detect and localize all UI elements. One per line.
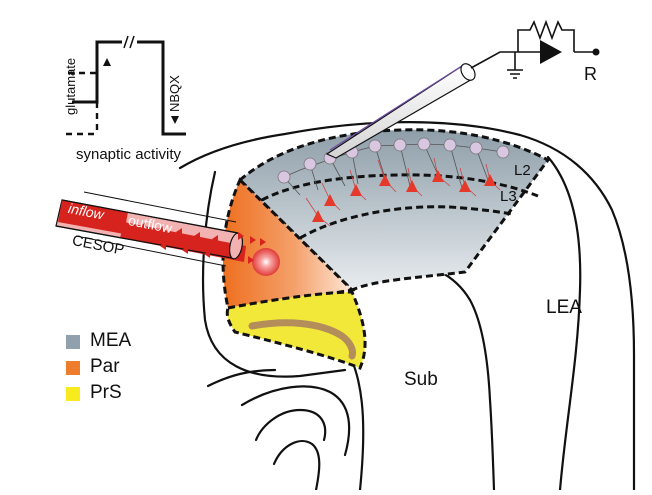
recording-pipette — [325, 63, 476, 159]
legend-label-mea: MEA — [90, 330, 132, 351]
layer-l3-label: L3 — [500, 188, 517, 205]
nbqx-label: NBQX — [167, 75, 182, 112]
cesop-probe — [55, 191, 280, 276]
legend-label-par: Par — [90, 356, 120, 377]
trace-break-mark — [123, 35, 135, 49]
amplifier-icon — [540, 40, 562, 64]
layer-boundary-l3-deep — [299, 205, 513, 240]
output-terminal — [592, 48, 600, 56]
glutamate-label: glutamate — [63, 57, 78, 115]
synaptic-activity-caption: synaptic activity — [76, 146, 182, 163]
synaptic-activity-trace — [66, 40, 186, 136]
glutamate-arrow-icon — [103, 58, 111, 66]
legend-swatch-par — [66, 361, 80, 375]
layer-l2-label: L2 — [514, 162, 531, 179]
legend-swatch-prs — [66, 387, 80, 401]
legend-swatch-mea — [66, 335, 80, 349]
amplifier-circuit — [470, 19, 596, 79]
mea-region — [237, 128, 551, 292]
nbqx-arrow-icon — [171, 116, 179, 124]
lea-label: LEA — [546, 297, 582, 318]
prs-cell-band — [248, 319, 356, 360]
recording-label: R — [584, 64, 597, 84]
prs-region — [225, 290, 367, 370]
legend-label-prs: PrS — [90, 382, 122, 403]
l3-neurons — [305, 157, 501, 227]
sub-label: Sub — [404, 369, 438, 390]
